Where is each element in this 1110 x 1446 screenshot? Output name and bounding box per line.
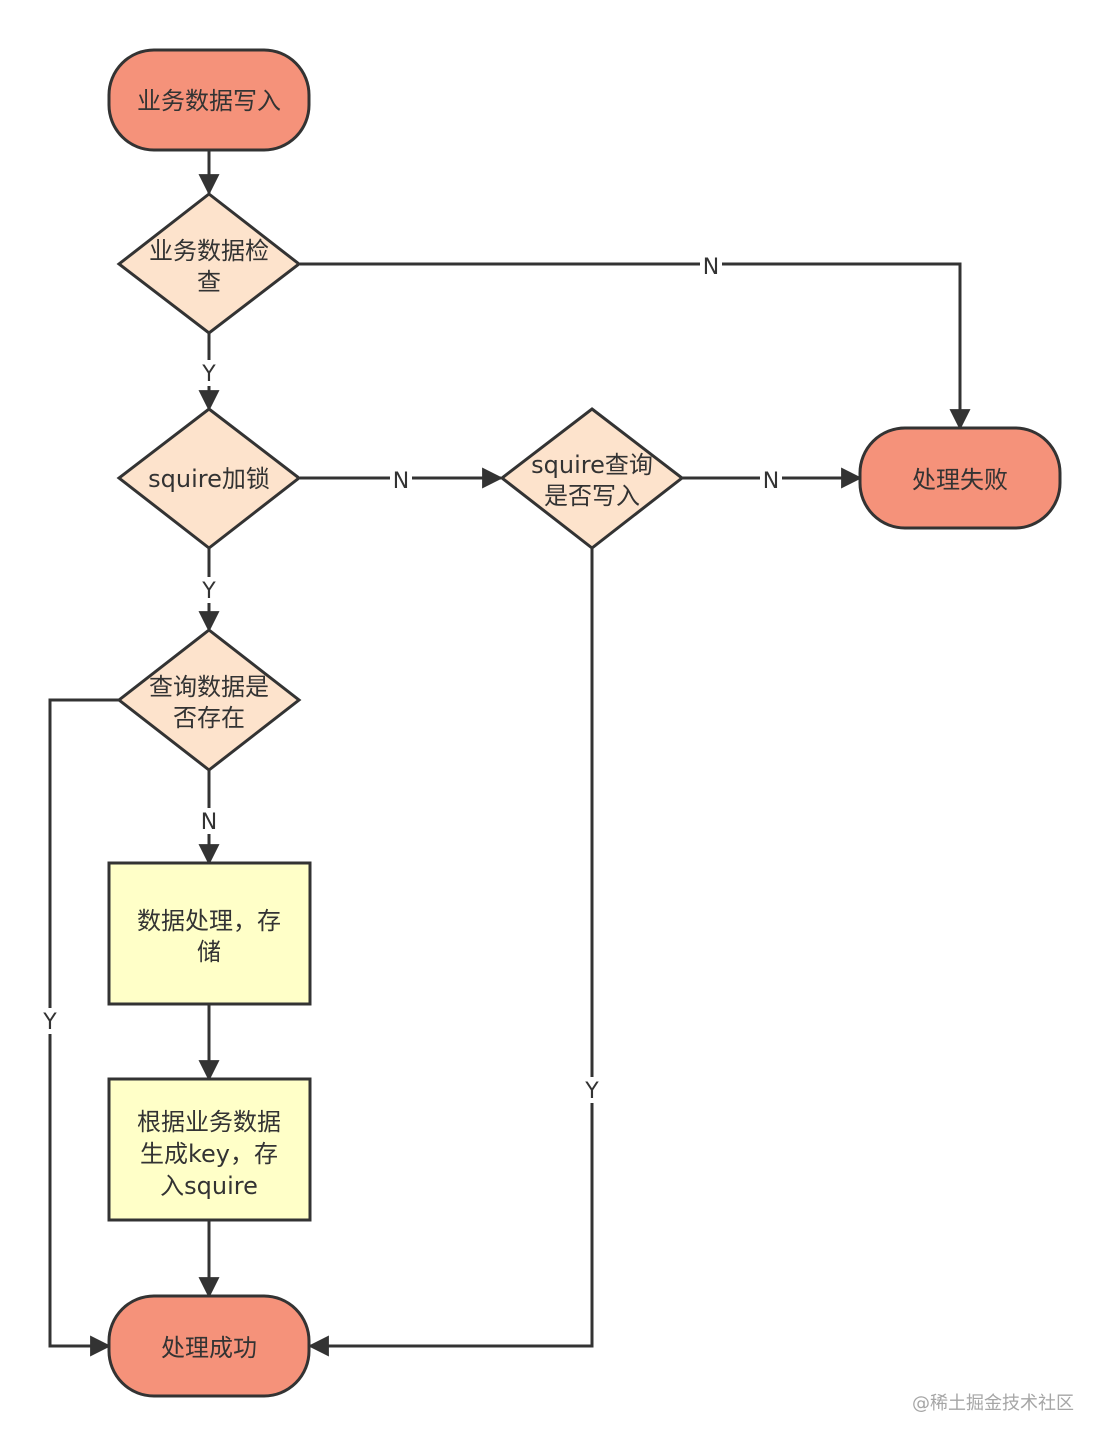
success-terminal (107, 1294, 311, 1398)
start-terminal (107, 48, 311, 152)
squire-query-decision (499, 407, 685, 550)
squire-query-label-line1: squire查询 (531, 451, 653, 479)
label-query-success: Y (584, 1079, 599, 1104)
check-label-line1: 业务数据检 (149, 237, 269, 265)
label-exists-success: Y (42, 1010, 57, 1035)
exists-label-line2: 否存在 (173, 704, 245, 732)
process-label-line2: 储 (197, 938, 221, 966)
lock-label: squire加锁 (148, 465, 270, 493)
fail-label: 处理失败 (912, 466, 1008, 494)
label-exists-process: N (201, 810, 217, 835)
process-box (107, 861, 312, 1006)
keygen-label-line2: 生成key，存 (140, 1140, 278, 1168)
label-check-fail: N (703, 255, 719, 280)
exists-label-line1: 查询数据是 (149, 673, 269, 701)
start-label: 业务数据写入 (137, 87, 281, 115)
label-query-fail: N (763, 469, 779, 494)
keygen-label-line3: 入squire (160, 1172, 258, 1200)
exists-decision (116, 628, 302, 772)
edge-query-to-success (307, 548, 594, 1357)
check-label-line2: 查 (197, 268, 221, 296)
label-check-lock: Y (201, 362, 216, 387)
node-texts: 业务数据写入 业务数据检 查 squire加锁 squire查询 是否写入 处理… (137, 87, 1008, 1362)
edge-labels: N Y N N Y N Y Y (39, 253, 782, 1104)
keygen-box (107, 1077, 312, 1222)
fail-terminal (858, 426, 1062, 530)
keygen-label-line1: 根据业务数据 (137, 1108, 281, 1136)
label-lock-query: N (393, 469, 409, 494)
squire-query-label-line2: 是否写入 (544, 482, 640, 510)
edge-check-to-fail (300, 262, 971, 431)
watermark: @稀土掘金技术社区 (912, 1393, 1074, 1414)
success-label: 处理成功 (161, 1334, 257, 1362)
label-lock-exists: Y (201, 579, 216, 604)
process-label-line1: 数据处理，存 (137, 907, 281, 935)
lock-decision (116, 407, 302, 550)
check-decision (116, 192, 302, 335)
nodes (107, 48, 1062, 1398)
